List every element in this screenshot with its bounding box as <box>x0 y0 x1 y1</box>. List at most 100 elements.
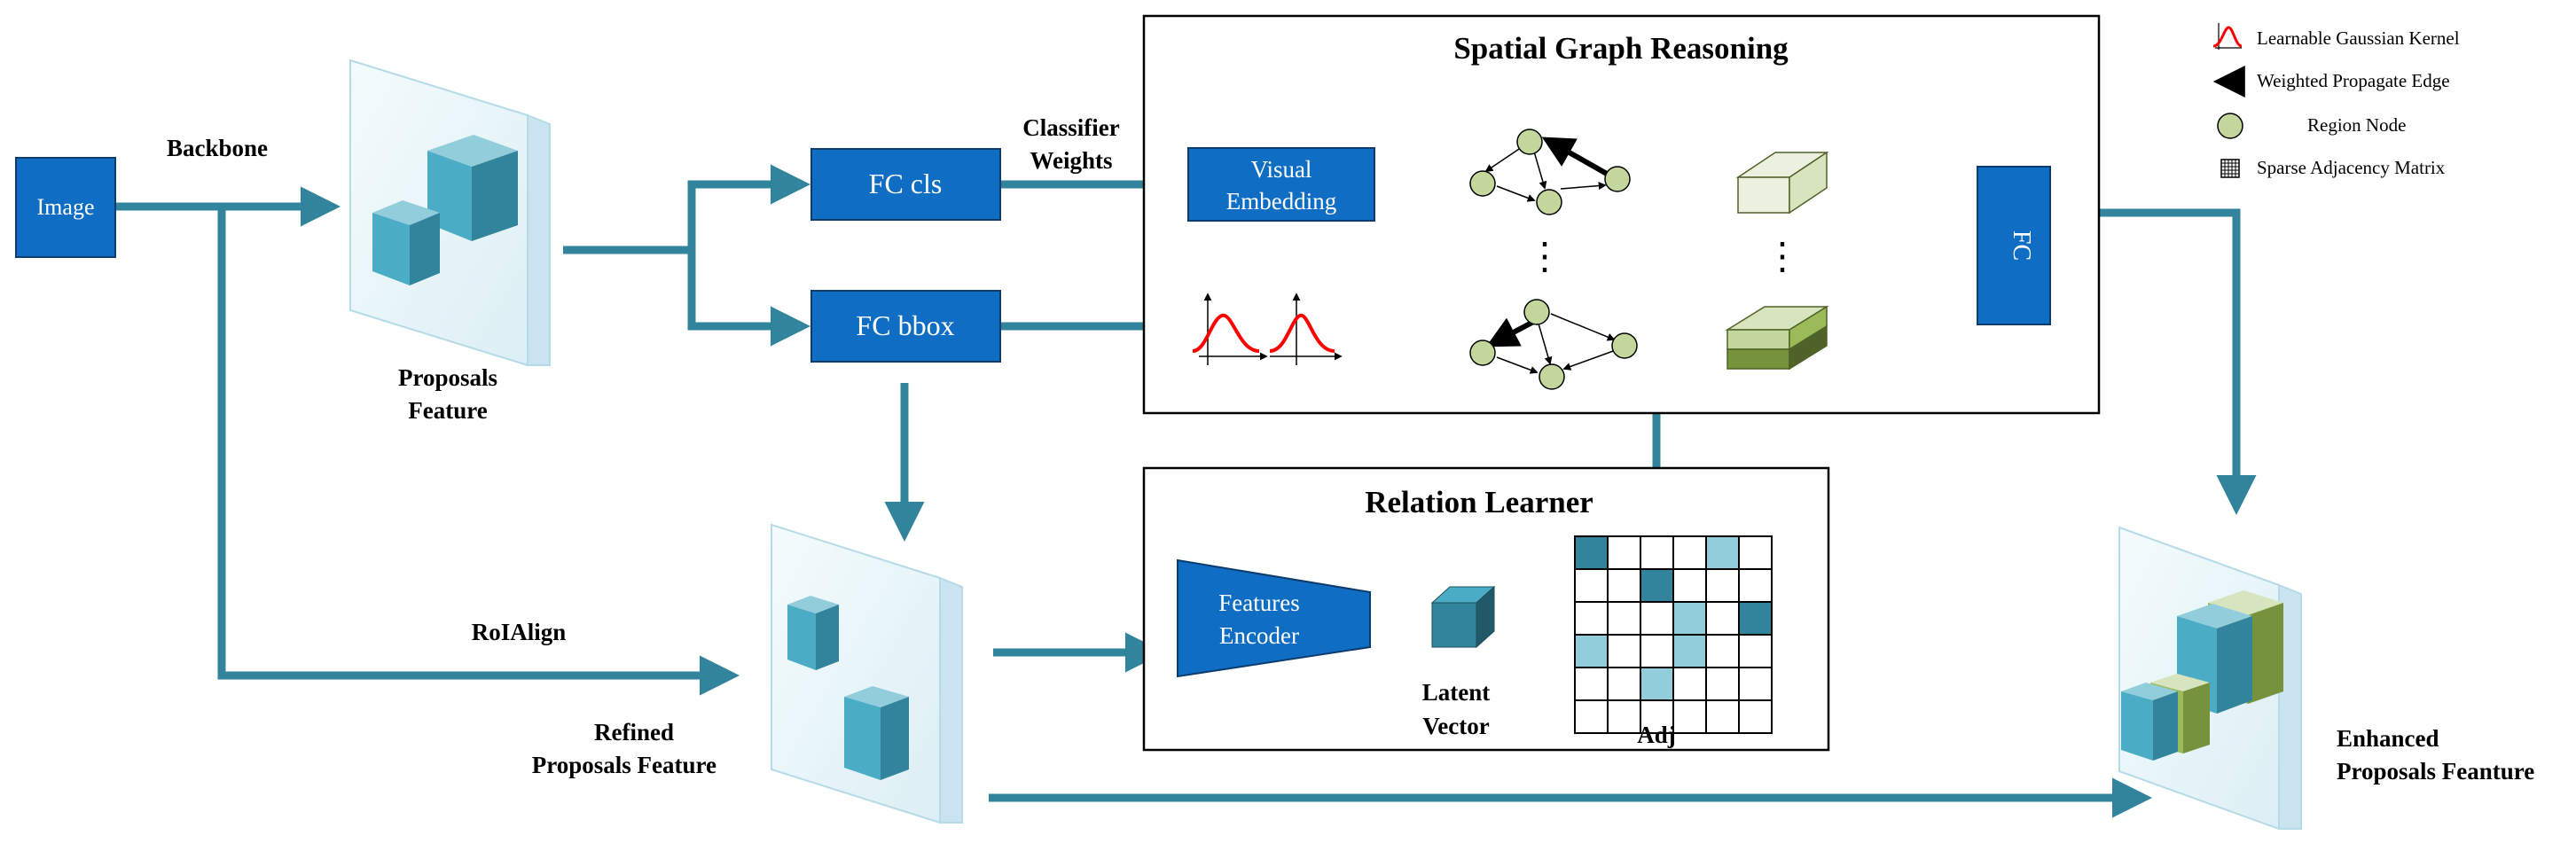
region-node-icon <box>1469 340 1496 366</box>
refined-proposals-label-1: Refined <box>594 719 674 746</box>
adj-matrix-cell <box>1672 535 1707 570</box>
adj-matrix-cell <box>1672 601 1707 636</box>
refined-cube-large <box>844 686 909 780</box>
adj-matrix-cell <box>1574 634 1609 668</box>
gaussian-kernels <box>1192 293 1343 365</box>
legend-label-weighted-edge: Weighted Propagate Edge <box>2257 70 2450 91</box>
adj-matrix-cell <box>1607 667 1641 701</box>
fc-to-enhanced-arrow <box>2091 208 2257 515</box>
adj-matrix-cell <box>1607 535 1641 570</box>
spatial-graph-reasoning-panel: Spatial Graph Reasoning Visual Embedding <box>1142 14 2101 415</box>
adj-matrix-cell <box>1574 667 1609 701</box>
roialign-label: RoIAlign <box>472 619 567 645</box>
enhanced-proposals-feature-panel <box>2118 526 2302 831</box>
fc-output-box: FC <box>1977 166 2051 325</box>
adj-matrix-cell <box>1607 699 1641 734</box>
adj-matrix-cell <box>1705 601 1740 636</box>
adj-matrix-cell <box>1738 634 1773 668</box>
graph-feature-slab-top <box>1735 151 1829 215</box>
adj-matrix-cell <box>1640 634 1674 668</box>
sparse-matrix-icon <box>2220 159 2240 178</box>
adj-matrix-cell <box>1672 667 1707 701</box>
region-node-icon <box>1604 166 1631 192</box>
adj-matrix-cell <box>1574 568 1609 603</box>
refined-proposals-label-2: Proposals Feature <box>532 752 716 778</box>
features-encoder: Features Encoder <box>1177 558 1371 678</box>
adj-matrix-cell <box>1672 634 1707 668</box>
legend-item-weighted-edge: Weighted Propagate Edge <box>2212 66 2450 98</box>
image-input-box: Image <box>15 157 116 258</box>
legend: Learnable Gaussian Kernel Weighted Propa… <box>2212 23 2460 178</box>
adj-matrix-cell <box>1705 535 1740 570</box>
fc-cls-label: FC cls <box>869 168 943 199</box>
adj-matrix-cell <box>1607 634 1641 668</box>
adj-matrix-cell <box>1738 535 1773 570</box>
proposals-feature-panel <box>349 59 551 367</box>
branch-to-fc-cls-arrow <box>687 164 810 326</box>
adj-matrix-cell <box>1574 699 1609 734</box>
proposal-cube-small <box>372 200 440 285</box>
proposals-feature-label-2: Feature <box>408 397 487 424</box>
relation-learner-panel: Relation Learner Features Encoder Latent… <box>1142 466 1830 752</box>
adj-matrix-cell <box>1738 601 1773 636</box>
region-node-icon <box>2217 113 2243 139</box>
region-graph-top <box>1469 129 1631 215</box>
adj-matrix-cell <box>1705 568 1740 603</box>
graph-feature-slab-stack <box>1725 305 1829 371</box>
enhanced-proposals-label-2: Proposals Feanture <box>2337 758 2534 785</box>
features-encoder-label-1: Features <box>1218 589 1299 616</box>
region-node-icon <box>1536 189 1562 215</box>
legend-item-sparse-matrix: Sparse Adjacency Matrix <box>2220 157 2446 178</box>
adj-matrix-cell <box>1574 535 1609 570</box>
adj-matrix-cell <box>1607 568 1641 603</box>
region-node-icon <box>1611 332 1638 359</box>
region-node-icon <box>1469 170 1496 197</box>
region-node-icon <box>1516 129 1543 155</box>
adjacency-matrix <box>1574 535 1773 734</box>
branch-to-fc-bbox-arrow <box>687 250 810 347</box>
fc-bbox-box: FC bbox <box>810 290 1001 363</box>
enhanced-proposals-label-1: Enhanced <box>2337 725 2439 752</box>
graph-ellipsis: ⋮ <box>1526 237 1563 277</box>
visual-embedding-label-2: Embedding <box>1226 188 1336 215</box>
gaussian-kernel-icon <box>1192 293 1268 365</box>
proposals-feature-label-1: Proposals <box>398 364 497 391</box>
connectors <box>115 164 2257 818</box>
features-encoder-label-2: Encoder <box>1219 622 1299 649</box>
features-ellipsis: ⋮ <box>1764 237 1801 277</box>
legend-item-region-node: Region Node <box>2217 113 2406 139</box>
fc-output-label: FC <box>2008 230 2035 261</box>
image-to-roialign-arrow <box>217 207 740 696</box>
adj-matrix-cell <box>1738 667 1773 701</box>
adj-matrix-cell <box>1640 568 1674 603</box>
visual-embedding-box: Visual Embedding <box>1187 147 1375 222</box>
adj-matrix-cell <box>1640 601 1674 636</box>
legend-label-gaussian-kernel: Learnable Gaussian Kernel <box>2257 27 2460 49</box>
adj-matrix-cell <box>1574 601 1609 636</box>
spatial-graph-reasoning-title: Spatial Graph Reasoning <box>1453 31 1789 66</box>
adj-label: Adj <box>1637 722 1676 748</box>
legend-label-sparse-matrix: Sparse Adjacency Matrix <box>2257 157 2446 178</box>
adj-matrix-cell <box>1607 601 1641 636</box>
image-label: Image <box>37 194 95 220</box>
refined-proposals-feature-panel <box>771 523 963 824</box>
adj-matrix-cell <box>1672 699 1707 734</box>
adj-matrix-cell <box>1640 699 1674 734</box>
refined-cube-small <box>787 596 839 670</box>
legend-label-region-node: Region Node <box>2307 114 2406 136</box>
classifier-weights-label-2: Weights <box>1030 147 1112 174</box>
visual-embedding-label-1: Visual <box>1251 156 1312 183</box>
fc-cls-box: FC cls <box>810 148 1001 221</box>
region-node-icon <box>1539 363 1565 390</box>
gaussian-kernel-icon <box>2212 23 2243 50</box>
adj-matrix-cell <box>1705 699 1740 734</box>
fc-bbox-label: FC bbox <box>856 309 954 341</box>
adj-matrix-cell <box>1705 634 1740 668</box>
latent-vector-label-2: Vector <box>1422 713 1489 739</box>
latent-vector-label-1: Latent <box>1422 679 1491 706</box>
adj-matrix-cell <box>1738 568 1773 603</box>
adj-matrix-cell <box>1672 568 1707 603</box>
adj-matrix-cell <box>1640 535 1674 570</box>
latent-vector-cube <box>1430 585 1496 649</box>
adj-matrix-cell <box>1705 667 1740 701</box>
